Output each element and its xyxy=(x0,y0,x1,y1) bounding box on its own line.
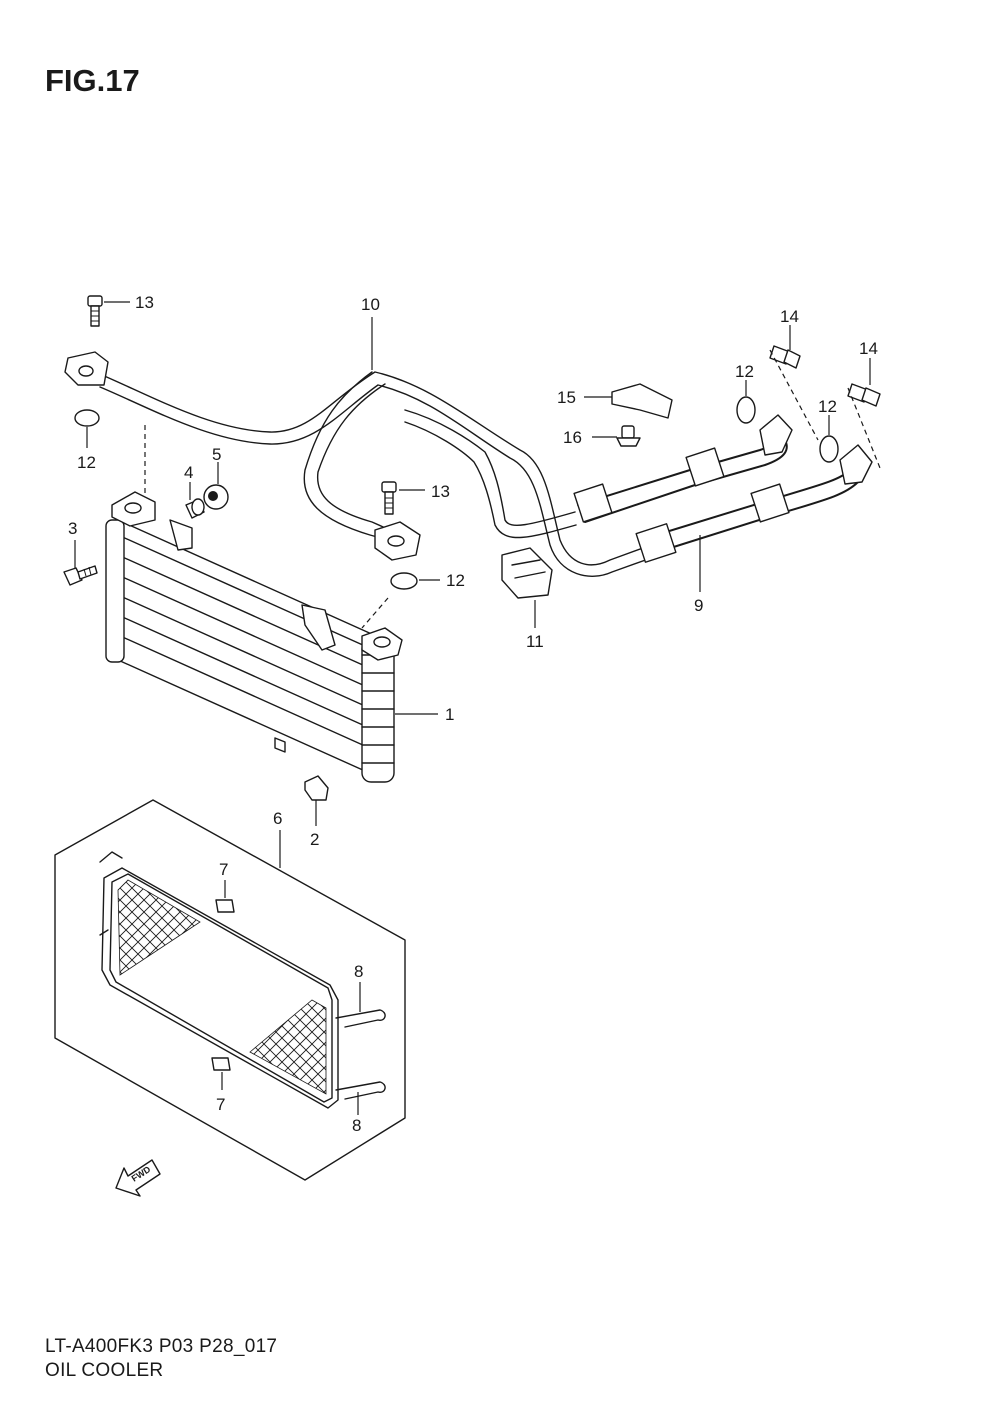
part-5-grommet xyxy=(203,484,229,510)
callout-4: 4 xyxy=(184,463,193,482)
callout-2: 2 xyxy=(310,830,319,849)
callout-12a: 12 xyxy=(77,453,96,472)
callout-7b: 7 xyxy=(216,1095,225,1114)
part-6-cooler-guard xyxy=(54,799,406,1181)
callout-13b: 13 xyxy=(431,482,450,501)
callout-15: 15 xyxy=(557,388,576,407)
callout-10: 10 xyxy=(361,295,380,314)
dashline-right xyxy=(361,597,389,629)
part-15-clamp xyxy=(611,383,673,419)
part-13-bolt-middle xyxy=(381,481,397,515)
figure-title: FIG.17 xyxy=(45,63,140,98)
callout-5: 5 xyxy=(212,445,221,464)
figure-name: OIL COOLER xyxy=(45,1360,163,1381)
callout-3: 3 xyxy=(68,519,77,538)
part-3-bolt xyxy=(63,565,98,586)
callout-13a: 13 xyxy=(135,293,154,312)
part-12-o-ring-d xyxy=(819,435,839,463)
callout-14a: 14 xyxy=(780,307,799,326)
callout-12b: 12 xyxy=(446,571,465,590)
part-16-bolt xyxy=(616,425,641,447)
part-4-collar xyxy=(185,498,205,519)
part-11-cushion xyxy=(501,547,553,599)
part-12-o-ring-a xyxy=(74,409,100,427)
part-12-o-ring-b xyxy=(390,572,418,590)
part-14-bolt-b xyxy=(847,383,881,407)
callout-8a: 8 xyxy=(354,962,363,981)
part-12-o-ring-c xyxy=(736,396,756,424)
callout-1: 1 xyxy=(445,705,454,724)
callout-6: 6 xyxy=(273,809,282,828)
callout-9: 9 xyxy=(694,596,703,615)
dashline-14a xyxy=(769,349,819,441)
part-9-oil-hoses xyxy=(573,414,873,563)
part-1-oil-cooler xyxy=(105,491,403,783)
part-14-bolt-a xyxy=(769,345,801,369)
callout-12d: 12 xyxy=(818,397,837,416)
callout-14b: 14 xyxy=(859,339,878,358)
part-13-bolt-top xyxy=(87,295,103,327)
callout-16: 16 xyxy=(563,428,582,447)
callout-7a: 7 xyxy=(219,860,228,879)
callout-8b: 8 xyxy=(352,1116,361,1135)
fwd-arrow-icon: FWD xyxy=(115,1159,161,1197)
part-10-oil-pipe xyxy=(64,351,669,577)
model-code: LT-A400FK3 P03 P28_017 xyxy=(45,1336,277,1357)
part-2-clip xyxy=(304,775,329,801)
callout-12c: 12 xyxy=(735,362,754,381)
callout-11: 11 xyxy=(526,632,544,651)
